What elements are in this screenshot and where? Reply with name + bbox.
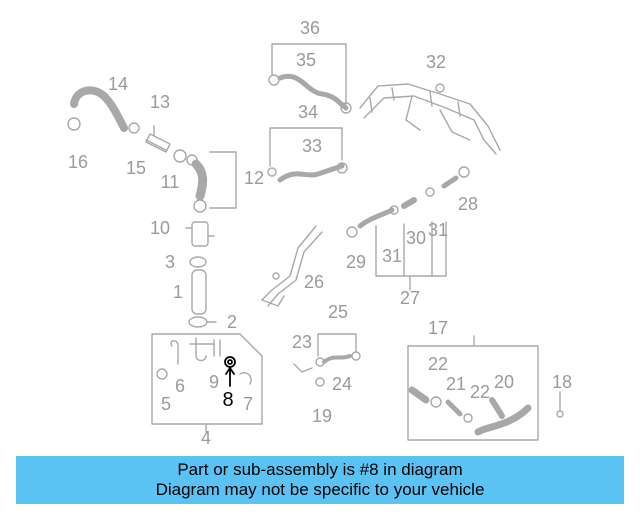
o-ring-8 [224, 356, 236, 387]
part-label-10[interactable]: 10 [149, 218, 171, 238]
group-box-17 [407, 335, 539, 441]
part-label-31-a[interactable]: 31 [381, 246, 403, 266]
part-label-24[interactable]: 24 [331, 374, 353, 394]
info-banner: Part or sub-assembly is #8 in diagram Di… [16, 456, 624, 504]
part-label-16[interactable]: 16 [67, 152, 89, 172]
part-label-35[interactable]: 35 [295, 50, 317, 70]
part-label-2[interactable]: 2 [226, 312, 238, 332]
part-label-36[interactable]: 36 [299, 18, 321, 38]
part-label-31-b[interactable]: 31 [427, 220, 449, 240]
part-label-18[interactable]: 18 [551, 372, 573, 392]
part-label-14[interactable]: 14 [107, 74, 129, 94]
hose-group-24-25 [293, 333, 361, 387]
part-label-29[interactable]: 29 [345, 252, 367, 272]
housing-10 [185, 221, 215, 247]
part-label-26[interactable]: 26 [303, 272, 325, 292]
part-label-34[interactable]: 34 [297, 102, 319, 122]
hose-group-35-36 [268, 43, 352, 114]
hose-group-33-34 [267, 127, 348, 183]
part-label-5[interactable]: 5 [160, 394, 172, 414]
clamp-2 [188, 316, 217, 328]
part-label-11[interactable]: 11 [160, 172, 180, 192]
part-label-7[interactable]: 7 [242, 394, 254, 414]
part-label-3[interactable]: 3 [164, 252, 176, 272]
part-label-19[interactable]: 19 [311, 406, 333, 426]
banner-line-2: Diagram may not be specific to your vehi… [155, 480, 485, 499]
hose-group-11-12 [186, 151, 237, 213]
part-label-12[interactable]: 12 [243, 168, 265, 188]
part-label-25[interactable]: 25 [327, 302, 349, 322]
bolt-18 [556, 391, 564, 418]
pipe-26 [261, 225, 323, 307]
hose-14 [67, 86, 128, 132]
hose-1 [191, 269, 207, 315]
part-label-9[interactable]: 9 [208, 372, 220, 392]
part-label-8[interactable]: 8 [222, 389, 234, 411]
parts-diagram: 1 2 3 4 5 6 7 8 9 10 11 12 13 14 15 16 1… [67, 18, 573, 448]
part-label-6[interactable]: 6 [174, 376, 186, 396]
part-label-15[interactable]: 15 [125, 158, 147, 178]
fitting-13 [128, 122, 187, 163]
part-label-13[interactable]: 13 [149, 92, 171, 112]
diagram-drawing [67, 43, 564, 441]
part-label-20[interactable]: 20 [493, 372, 515, 392]
pipe-assembly-32 [359, 83, 501, 155]
part-label-32[interactable]: 32 [425, 52, 447, 72]
group-box-4 [151, 333, 263, 433]
part-label-21[interactable]: 21 [445, 374, 467, 394]
part-label-17[interactable]: 17 [427, 318, 449, 338]
part-label-22-b[interactable]: 22 [469, 382, 491, 402]
part-label-22-a[interactable]: 22 [427, 354, 449, 374]
part-label-4[interactable]: 4 [200, 428, 212, 448]
part-label-33[interactable]: 33 [301, 136, 323, 156]
part-label-27[interactable]: 27 [399, 288, 421, 308]
part-label-30[interactable]: 30 [405, 228, 427, 248]
part-label-23[interactable]: 23 [291, 332, 313, 352]
banner-line-1: Part or sub-assembly is #8 in diagram [177, 460, 463, 479]
hose-group-27 [346, 166, 470, 291]
part-label-1[interactable]: 1 [172, 282, 184, 302]
part-label-28[interactable]: 28 [457, 194, 479, 214]
clamp-3 [189, 256, 207, 268]
